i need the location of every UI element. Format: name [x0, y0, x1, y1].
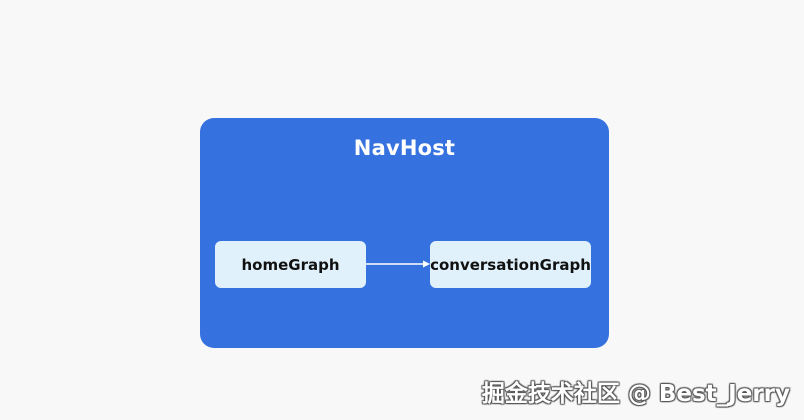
home-graph-label: homeGraph: [241, 255, 340, 274]
navhost-title: NavHost: [353, 136, 456, 160]
navhost-container: NavHost homeGraph conversationGraph: [200, 118, 609, 348]
conversation-graph-node: conversationGraph: [430, 241, 591, 288]
home-graph-node: homeGraph: [215, 241, 366, 288]
watermark: 掘金技术社区 @ Best_Jerry: [481, 381, 790, 407]
navigation-arrow: [366, 260, 430, 268]
conversation-graph-label: conversationGraph: [430, 255, 591, 274]
